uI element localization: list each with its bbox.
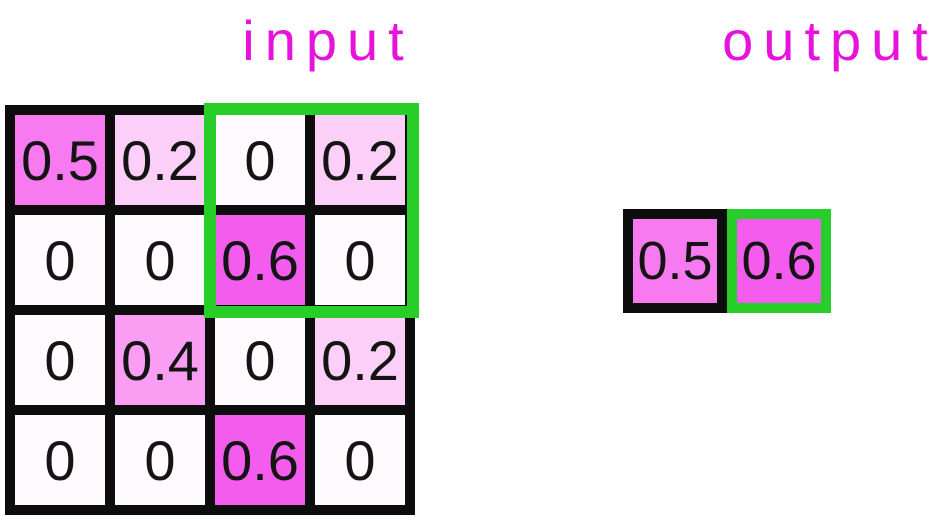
- input-cell-r0c3: 0.2: [315, 115, 405, 205]
- input-cell-r1c0: 0: [15, 215, 105, 305]
- output-grid: 0.5 0.6: [623, 209, 831, 313]
- input-cell-r0c2: 0: [215, 115, 305, 205]
- input-title: input: [242, 9, 414, 72]
- output-title: output: [722, 9, 938, 72]
- output-cell-1-highlighted: 0.6: [727, 209, 831, 313]
- input-cell-r3c2: 0.6: [215, 415, 305, 505]
- input-cell-r3c3: 0: [315, 415, 405, 505]
- input-cell-r3c1: 0: [115, 415, 205, 505]
- input-cell-r2c0: 0: [15, 315, 105, 405]
- input-cell-r2c1: 0.4: [115, 315, 205, 405]
- input-cell-r3c0: 0: [15, 415, 105, 505]
- input-cell-r2c2: 0: [215, 315, 305, 405]
- input-cell-r1c1: 0: [115, 215, 205, 305]
- input-cell-r1c3: 0: [315, 215, 405, 305]
- input-cell-r2c3: 0.2: [315, 315, 405, 405]
- output-cell-0: 0.5: [623, 209, 727, 313]
- pooling-window-highlight: [204, 103, 419, 318]
- input-cell-r1c2: 0.6: [215, 215, 305, 305]
- input-cell-r0c0: 0.5: [15, 115, 105, 205]
- input-cell-r0c1: 0.2: [115, 115, 205, 205]
